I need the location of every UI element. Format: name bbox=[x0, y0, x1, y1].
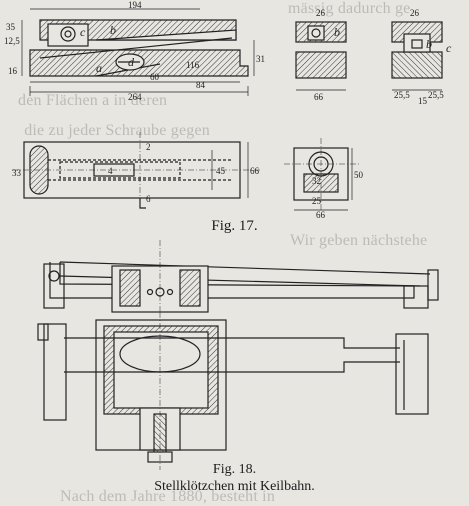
dim-25-5b: 25,5 bbox=[428, 90, 444, 100]
dim-35: 35 bbox=[6, 22, 16, 32]
dim-32: 32 bbox=[312, 176, 321, 186]
fig17-side-section bbox=[21, 8, 255, 96]
dim-2: 2 bbox=[146, 142, 151, 152]
fig17-end-view-1 bbox=[295, 21, 347, 91]
dim-116: 116 bbox=[186, 60, 200, 70]
dim-45: 45 bbox=[216, 166, 226, 176]
dim-26: 26 bbox=[316, 8, 326, 18]
fig17-front-view bbox=[284, 138, 360, 212]
fig17-end-labels: 26 66 26 25,5 15 25,5 b b c bbox=[314, 8, 452, 106]
label-b: b bbox=[110, 23, 116, 37]
label-c2: c bbox=[446, 41, 452, 55]
fig17-plan-labels: 33 2 45 6 66 4 bbox=[12, 142, 260, 204]
fig17-end-view-2 bbox=[391, 21, 443, 91]
dim-6: 6 bbox=[146, 194, 151, 204]
dim-16: 16 bbox=[8, 66, 18, 76]
dim-264: 264 bbox=[128, 92, 142, 102]
label-d: d bbox=[128, 55, 135, 69]
fig17-front-labels: 50 25 32 66 bbox=[312, 170, 364, 220]
figure-17-caption: Fig. 17. bbox=[211, 218, 258, 234]
dim-4: 4 bbox=[108, 166, 113, 176]
dim-84: 84 bbox=[196, 80, 206, 90]
fig18-elevation bbox=[43, 240, 439, 313]
dim-15: 15 bbox=[418, 96, 428, 106]
dim-25-5a: 25,5 bbox=[394, 90, 410, 100]
fig17-side-labels: 194 84 60 264 31 35 12,5 16 116 a b c d bbox=[4, 0, 265, 102]
bg-text-bottom: Nach dem Jahre 1880, besteht in bbox=[60, 488, 276, 505]
dim-66: 66 bbox=[314, 92, 324, 102]
bg-text-right-1: mässig dadurch ge bbox=[288, 0, 411, 17]
label-a: a bbox=[96, 61, 102, 75]
label-c: c bbox=[80, 25, 86, 39]
dim-33: 33 bbox=[12, 168, 22, 178]
bg-text-right-2: Wir geben nächstehe bbox=[290, 232, 428, 249]
label-b2: b bbox=[334, 25, 340, 39]
figure-18-subtitle: Stellklötzchen mit Keilbahn. bbox=[154, 479, 315, 494]
fig18-plan bbox=[37, 312, 429, 470]
dim-12-5: 12,5 bbox=[4, 36, 20, 46]
dim-66c: 66 bbox=[316, 210, 326, 220]
bg-text-left-2: die zu jeder Schraube gegen bbox=[20, 122, 210, 139]
dim-25: 25 bbox=[312, 196, 322, 206]
dim-26b: 26 bbox=[410, 8, 420, 18]
dim-50: 50 bbox=[354, 170, 364, 180]
dim-31: 31 bbox=[256, 54, 265, 64]
bg-text-left-1: den Flächen a in deren bbox=[18, 92, 168, 109]
figure-18-caption: Fig. 18. bbox=[212, 462, 257, 477]
dim-66b: 66 bbox=[250, 166, 260, 176]
dim-194: 194 bbox=[128, 0, 142, 10]
dim-60: 60 bbox=[150, 72, 160, 82]
fig17-plan-view bbox=[12, 132, 260, 209]
label-b3: b bbox=[426, 37, 432, 51]
